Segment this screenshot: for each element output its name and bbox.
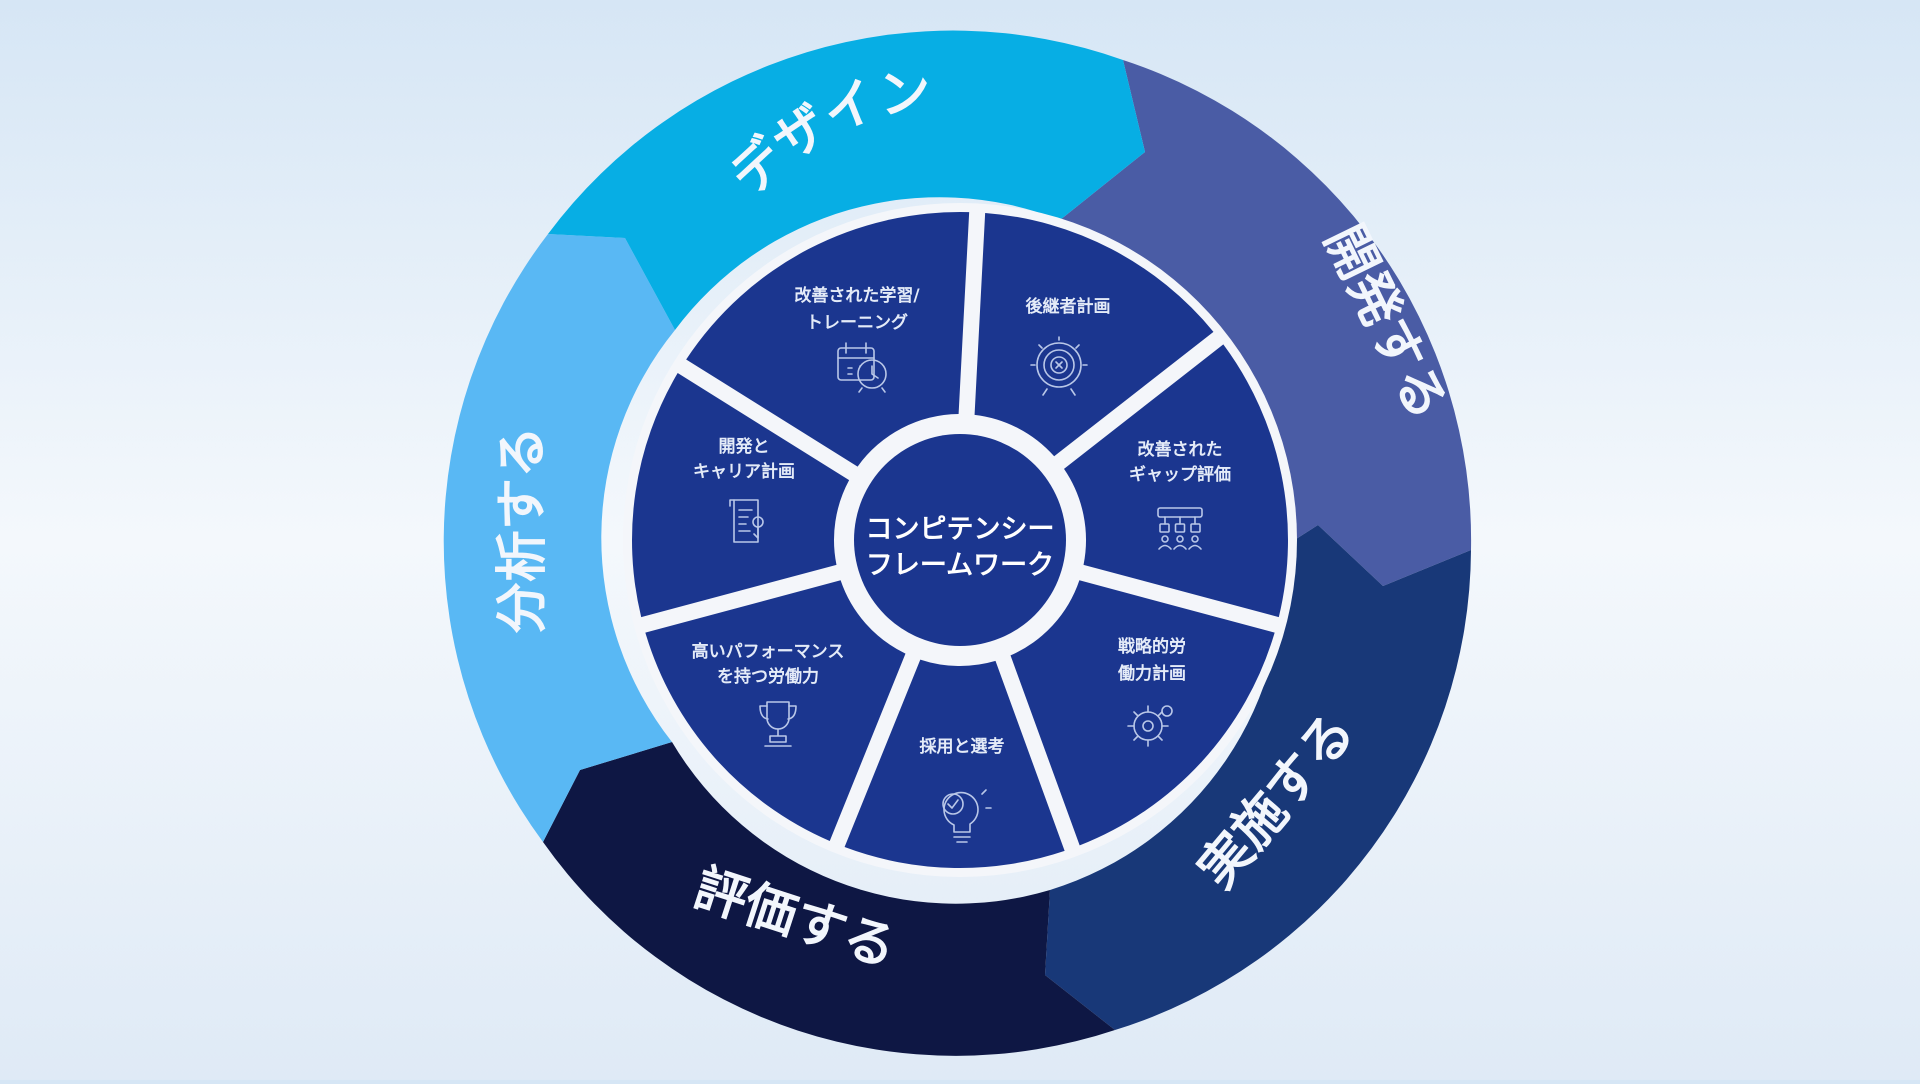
trophy-icon	[759, 701, 797, 747]
segment-career-label-2: キャリア計画	[693, 461, 795, 482]
competency-wheel: コンピテンシー フレームワーク	[623, 203, 1297, 877]
phase-analyze-band	[443, 234, 675, 842]
segment-recruitment-label-1: 採用と選考	[920, 736, 1005, 757]
segment-gap-label-2: ギャップ評価	[1129, 464, 1231, 485]
target-icon	[1030, 336, 1088, 396]
center-title-line2: フレームワーク	[866, 550, 1054, 581]
phase-ring	[443, 30, 1472, 1056]
phase-design-band	[548, 30, 1145, 331]
wheel-segments	[632, 212, 1288, 868]
segment-high-performance-label-2: を持つ労働力	[717, 666, 819, 687]
segment-workforce-planning-label-1: 戦略的労	[1118, 636, 1186, 657]
segment-succession	[974, 212, 1214, 457]
document-pen-icon	[729, 499, 764, 543]
segment-training-label-2: トレーニング	[806, 312, 908, 333]
segment-gap-label-1: 改善された	[1138, 439, 1223, 460]
segment-workforce-planning-label-2: 働力計画	[1117, 663, 1186, 684]
phase-evaluate-band	[543, 742, 1115, 1056]
segment-succession-label-1: 後継者計画	[1026, 296, 1111, 317]
segment-training-label-1: 改善された学習/	[794, 285, 920, 306]
segment-training	[686, 212, 970, 467]
phase-analyze-label: 分析する	[493, 426, 553, 634]
center-hub	[854, 434, 1066, 646]
gear-icon	[1127, 705, 1173, 747]
phase-develop-band	[1060, 60, 1472, 586]
segment-career	[632, 373, 850, 618]
segment-gap	[1064, 344, 1288, 618]
phase-implement-band	[1045, 525, 1471, 1030]
calendar-clock-icon	[837, 342, 887, 393]
center-title-line1: コンピテンシー	[866, 514, 1055, 545]
segment-recruitment	[844, 659, 1065, 868]
segment-career-label-1: 開発と	[719, 436, 770, 457]
segment-high-performance	[645, 580, 906, 842]
segment-high-performance-label-1: 高いパフォーマンス	[692, 641, 845, 662]
lightbulb-check-icon	[942, 789, 992, 843]
org-chart-icon	[1157, 507, 1203, 550]
